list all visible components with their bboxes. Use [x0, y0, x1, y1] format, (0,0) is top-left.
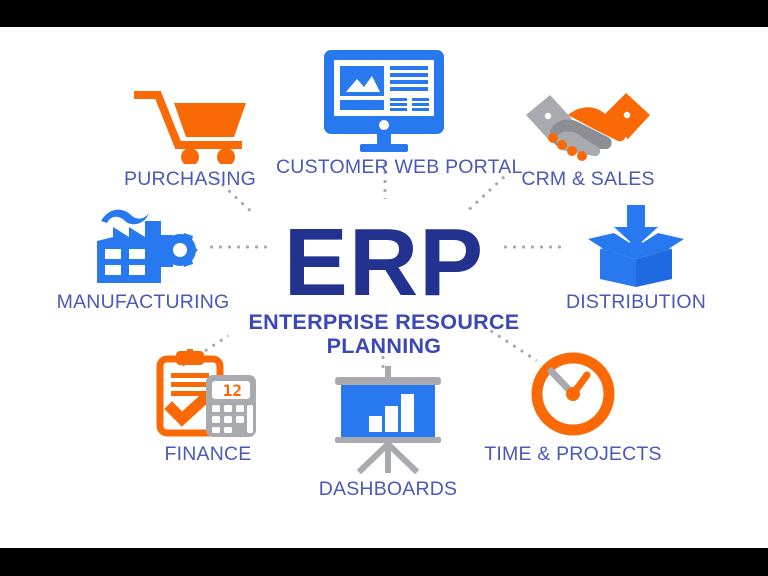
factory-gear-icon — [48, 205, 238, 287]
svg-text:12: 12 — [223, 381, 242, 400]
clock-icon — [478, 349, 668, 439]
handshake-icon — [500, 89, 676, 164]
desktop-monitor-icon — [276, 48, 492, 152]
erp-expansion-line-1: ENTERPRISE RESOURCE — [248, 310, 520, 335]
node-label-dashboards: DASHBOARDS — [318, 478, 458, 500]
node-label-customer-web-portal: CUSTOMER WEB PORTAL — [276, 156, 523, 178]
erp-diagram-stage: ERP ENTERPRISE RESOURCE PLANNING PURCHAS… — [0, 27, 768, 548]
center-label-group: ERP ENTERPRISE RESOURCE PLANNING — [214, 209, 554, 358]
node-manufacturing[interactable]: MANUFACTURING — [48, 205, 238, 314]
clipboard-calculator-icon: 12 — [124, 349, 292, 439]
node-distribution[interactable]: DISTRIBUTION — [542, 205, 730, 314]
letterbox-bottom-bar — [0, 548, 768, 576]
letterbox-top-bar — [0, 0, 768, 27]
node-label-finance: FINANCE — [164, 443, 252, 465]
node-label-time-projects: TIME & PROJECTS — [484, 443, 662, 465]
erp-acronym: ERP — [283, 209, 485, 316]
node-label-manufacturing: MANUFACTURING — [56, 291, 230, 313]
node-label-purchasing: PURCHASING — [123, 168, 257, 190]
node-dashboards[interactable]: DASHBOARDS — [300, 364, 476, 501]
presentation-chart-icon — [300, 364, 476, 474]
node-label-distribution: DISTRIBUTION — [566, 291, 706, 313]
connector-manufacturing — [207, 245, 269, 249]
node-customer-web-portal[interactable]: CUSTOMER WEB PORTAL — [276, 48, 523, 179]
node-finance[interactable]: 12 FINANCE — [124, 349, 292, 466]
erp-expansion-line-2: PLANNING — [326, 333, 442, 358]
shopping-cart-icon — [106, 89, 274, 164]
node-label-crm-sales: CRM & SALES — [521, 168, 655, 190]
box-arrow-down-icon — [542, 205, 730, 287]
node-crm-sales[interactable]: CRM & SALES — [500, 89, 676, 191]
node-purchasing[interactable]: PURCHASING — [106, 89, 274, 191]
node-time-projects[interactable]: TIME & PROJECTS — [478, 349, 668, 466]
connector-distribution — [501, 245, 563, 249]
